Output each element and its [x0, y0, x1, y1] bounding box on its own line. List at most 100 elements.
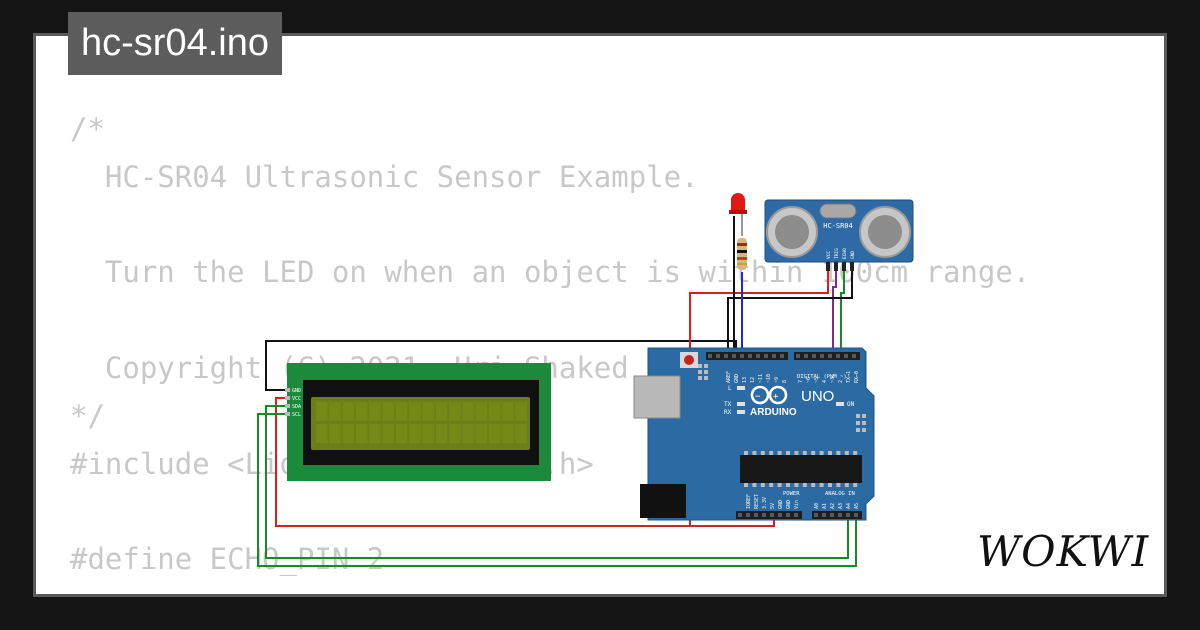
- header-pin[interactable]: [822, 513, 826, 517]
- header-pin[interactable]: [852, 354, 856, 358]
- lcd-cell: [382, 402, 394, 421]
- chip-legs: [744, 451, 858, 487]
- header-pin[interactable]: [780, 354, 784, 358]
- lcd-pin[interactable]: [285, 412, 290, 416]
- header-pin[interactable]: [828, 354, 832, 358]
- wokwi-logo: WOKWI: [977, 527, 1149, 576]
- pin-label-analog: A5: [854, 503, 860, 509]
- pin-label-digital: RX←0: [854, 371, 860, 383]
- lcd-pin[interactable]: [285, 404, 290, 408]
- sensor-pin[interactable]: [834, 262, 838, 271]
- sensor-pin[interactable]: [850, 262, 854, 271]
- chip-leg: [811, 451, 816, 455]
- wire-lcd-gnd[interactable]: [265, 340, 737, 391]
- header-pin[interactable]: [812, 354, 816, 358]
- chip-leg: [777, 483, 782, 487]
- wire-sensor-trig[interactable]: [832, 270, 837, 356]
- header-pin[interactable]: [746, 513, 750, 517]
- atmega-chip: [740, 455, 862, 483]
- pin-label-analog: A4: [846, 503, 852, 509]
- header-pin[interactable]: [794, 513, 798, 517]
- header-pin[interactable]: [764, 354, 768, 358]
- header-pin[interactable]: [738, 513, 742, 517]
- wire-lcd-vcc[interactable]: [275, 397, 775, 527]
- lcd-cell: [422, 402, 434, 421]
- chip-leg: [794, 451, 799, 455]
- lcd-cell: [342, 402, 355, 421]
- wire-lcd-sda[interactable]: [265, 405, 849, 559]
- led-rim: [729, 210, 747, 214]
- header-pin[interactable]: [762, 513, 766, 517]
- header-pin[interactable]: [804, 354, 808, 358]
- chip-leg: [802, 451, 807, 455]
- sensor-pin-label: ECHO: [842, 248, 848, 259]
- chip-leg: [744, 451, 748, 455]
- reset-button[interactable]: [684, 355, 694, 365]
- wires: [257, 216, 857, 567]
- lcd-pin-label: SDA: [292, 404, 301, 410]
- header-pin[interactable]: [716, 354, 720, 358]
- header-pin[interactable]: [830, 513, 834, 517]
- pin-label-digital: ~10: [766, 374, 772, 383]
- wire-sensor-echo[interactable]: [840, 270, 845, 356]
- digital-header-low: [794, 352, 860, 360]
- resistor[interactable]: [737, 238, 747, 270]
- icsp-pin: [704, 376, 708, 380]
- sensor-crystal: [819, 203, 857, 219]
- lcd-cell: [449, 424, 461, 443]
- lcd-pin[interactable]: [285, 388, 290, 392]
- header-pin[interactable]: [836, 354, 840, 358]
- icsp-pin: [704, 370, 708, 374]
- lcd-cell: [409, 402, 421, 421]
- code-line: */: [70, 398, 105, 433]
- pin-label-digital: 2: [838, 380, 844, 383]
- header-pin[interactable]: [740, 354, 744, 358]
- header-pin[interactable]: [772, 354, 776, 358]
- power-jack[interactable]: [640, 484, 686, 518]
- lcd-cell: [449, 402, 461, 421]
- lcd-pin[interactable]: [285, 396, 290, 400]
- pin-label-digital: ~6: [806, 377, 812, 383]
- wire-sensor-gnd[interactable]: [727, 270, 853, 356]
- resistor-band: [737, 250, 747, 253]
- header-pin[interactable]: [732, 354, 736, 358]
- header-pin[interactable]: [756, 354, 760, 358]
- header-pin[interactable]: [724, 354, 728, 358]
- header-pin[interactable]: [844, 354, 848, 358]
- lcd-cell: [342, 424, 355, 443]
- header-pin[interactable]: [854, 513, 858, 517]
- header-pin[interactable]: [814, 513, 818, 517]
- lcd-cell: [355, 402, 368, 421]
- header-pin[interactable]: [796, 354, 800, 358]
- file-tab[interactable]: hc-sr04.ino: [68, 12, 282, 75]
- icsp-pin: [862, 421, 866, 425]
- pin-label-power: RESET: [754, 494, 760, 509]
- led[interactable]: [729, 193, 747, 236]
- pin-label-power: GND: [786, 500, 792, 509]
- header-pin[interactable]: [838, 513, 842, 517]
- code-line: /*: [70, 112, 105, 146]
- header-pin[interactable]: [770, 513, 774, 517]
- header-pin[interactable]: [708, 354, 712, 358]
- chip-leg: [760, 451, 765, 455]
- usb-port[interactable]: [633, 375, 681, 419]
- header-pin[interactable]: [846, 513, 850, 517]
- sensor-pin[interactable]: [842, 262, 846, 271]
- header-pin[interactable]: [754, 513, 758, 517]
- header-pin[interactable]: [820, 354, 824, 358]
- chip-leg: [794, 483, 799, 487]
- infinity-left: [750, 385, 770, 405]
- infinity-right: [768, 385, 788, 405]
- wire-lcd-scl[interactable]: [257, 413, 857, 567]
- header-pin[interactable]: [786, 513, 790, 517]
- sensor-pin[interactable]: [826, 262, 830, 271]
- wire-sensor-vcc[interactable]: [689, 270, 829, 527]
- header-pin[interactable]: [778, 513, 782, 517]
- header-pin[interactable]: [748, 354, 752, 358]
- lcd-cell: [316, 402, 328, 421]
